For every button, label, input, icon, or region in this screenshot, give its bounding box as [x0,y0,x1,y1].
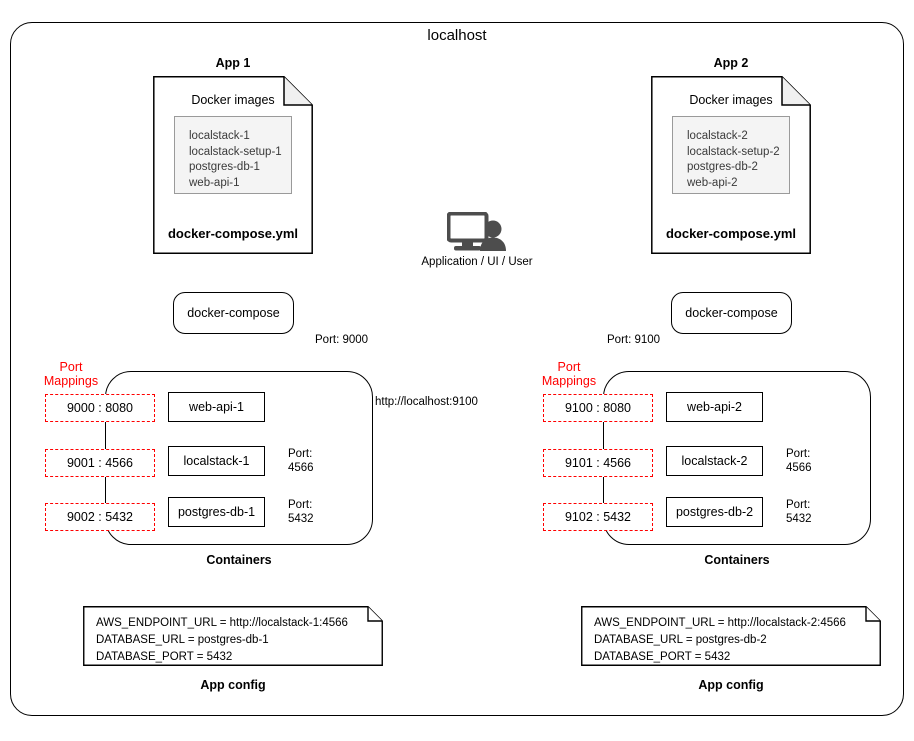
app-1-docker-compose-process: docker-compose [173,292,294,334]
edge-label-port-9100: Port: 9100 [605,334,663,346]
app-2-port-mapping-2: 9102 : 5432 [543,503,653,531]
app-1-config-lines: AWS_ENDPOINT_URL = http://localstack-1:4… [96,615,348,666]
app-2-internal-port-localstack: Port: 4566 [786,447,812,475]
app-1-port-mapping-0: 9000 : 8080 [45,394,155,422]
app-1-config-note: AWS_ENDPOINT_URL = http://localstack-1:4… [83,606,383,666]
edge-label-cross-call: http://localhost:9100 [373,396,480,408]
config-line: DATABASE_PORT = 5432 [594,651,731,663]
port-line-2: 5432 [786,513,812,525]
port-line-1: Port: [288,499,313,511]
image-item: localstack-2 [687,130,748,142]
app-2-image-list: localstack-2 localstack-setup-2 postgres… [672,116,790,194]
app-1-service-postgres: postgres-db-1 [168,497,265,527]
app-2-title: App 2 [713,56,749,70]
image-item: postgres-db-2 [687,161,758,173]
app-1-containers-caption: Containers [206,553,272,567]
image-item: localstack-setup-1 [189,145,282,158]
app-2-docker-compose-process: docker-compose [671,292,792,334]
app-2-service-localstack: localstack-2 [666,446,763,476]
actor-label: Application / UI / User [421,256,533,268]
image-item: web-api-1 [189,176,240,189]
app-1-service-localstack: localstack-1 [168,446,265,476]
app-2-compose-document: Docker images localstack-2 localstack-se… [651,76,811,254]
port-line-1: Port: [786,448,811,460]
image-item: localstack-1 [189,130,250,142]
app-1-service-web-api: web-api-1 [168,392,265,422]
monitor-user-icon [446,211,509,252]
title-line-1: Port [59,360,83,374]
app-2-config-lines: AWS_ENDPOINT_URL = http://localstack-2:4… [594,615,846,666]
config-line: DATABASE_URL = postgres-db-1 [96,634,269,646]
port-line-1: Port: [786,499,811,511]
app-2-containers-caption: Containers [704,553,770,567]
image-item: postgres-db-1 [189,161,260,173]
config-line: DATABASE_PORT = 5432 [96,651,233,663]
port-line-1: Port: [288,448,313,460]
app-1-port-mappings-title: Port Mappings [28,360,114,388]
config-line: DATABASE_URL = postgres-db-2 [594,634,767,646]
port-line-2: 4566 [288,462,314,474]
port-line-2: 4566 [786,462,812,474]
localhost-title: localhost [427,27,487,44]
app-1-port-mapping-2: 9002 : 5432 [45,503,155,531]
app-1-config-caption: App config [200,678,266,692]
app-1-doc-filename: docker-compose.yml [167,226,299,241]
port-line-2: 5432 [288,513,314,525]
app-1-port-mapping-1: 9001 : 4566 [45,449,155,477]
edge-label-port-9000: Port: 9000 [313,334,371,346]
config-line: AWS_ENDPOINT_URL = http://localstack-1:4… [96,617,348,629]
config-line: AWS_ENDPOINT_URL = http://localstack-2:4… [594,617,846,629]
app-1-internal-port-localstack: Port: 4566 [288,447,314,475]
app-2-doc-filename: docker-compose.yml [665,226,797,241]
app-2-config-note: AWS_ENDPOINT_URL = http://localstack-2:4… [581,606,881,666]
title-line-1: Port [557,360,581,374]
app-2-doc-header: Docker images [689,93,773,107]
app-2-service-web-api: web-api-2 [666,392,763,422]
app-2-internal-port-postgres: Port: 5432 [786,498,812,526]
image-item: localstack-setup-2 [687,145,780,158]
image-item: web-api-2 [687,176,738,189]
app-1-image-list: localstack-1 localstack-setup-1 postgres… [174,116,292,194]
title-line-2: Mappings [541,374,597,388]
app-1-title: App 1 [215,56,251,70]
app-2-port-mapping-1: 9101 : 4566 [543,449,653,477]
title-line-2: Mappings [43,374,99,388]
app-2-port-mappings-title: Port Mappings [526,360,612,388]
app-1-compose-document: Docker images localstack-1 localstack-se… [153,76,313,254]
app-1-doc-header: Docker images [191,93,275,107]
app-2-config-caption: App config [698,678,764,692]
app-1-internal-port-postgres: Port: 5432 [288,498,314,526]
app-2-port-mapping-0: 9100 : 8080 [543,394,653,422]
app-2-service-postgres: postgres-db-2 [666,497,763,527]
